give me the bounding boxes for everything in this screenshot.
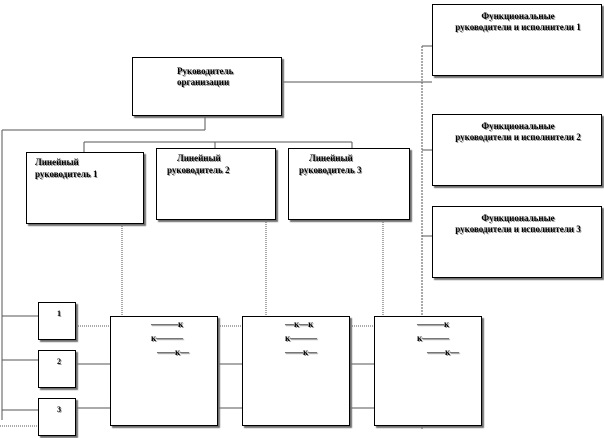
linear-manager-2-box: Линейный руководитель 2 [156,148,276,220]
executors-1-row2: к——— [151,333,184,343]
unit-2-box: 2 [38,350,76,388]
executors-1-row1: ———к [151,319,184,329]
functional-1-line2: руководители и исполнители 1 [455,22,581,32]
linear-2-line1: Линейный [177,153,221,163]
unit-1-box: 1 [38,302,76,340]
linear-manager-1-box: Линейный руководитель 1 [26,152,144,224]
linear-1-line1: Линейный [35,157,79,167]
executors-3-row1: ———к [417,319,450,329]
functional-managers-2-box: Функциональные руководители и исполнител… [432,114,602,186]
linear-2-line2: руководитель 2 [167,165,230,175]
functional-2-line2: руководители и исполнители 2 [455,132,581,142]
unit-3-box: 3 [38,398,76,436]
executors-2-box: —к—к к——— ——к— [242,316,350,426]
executors-2-row1: —к—к [285,319,314,329]
executors-3-row2: к——— [417,333,450,343]
linear-3-line1: Линейный [309,153,353,163]
linear-manager-3-box: Линейный руководитель 3 [288,148,410,220]
executors-3-row3: ——к— [427,347,460,357]
functional-3-line2: руководители и исполнители 3 [455,224,581,234]
linear-3-line2: руководитель 3 [299,165,362,175]
executors-2-row2: к——— [285,333,318,343]
executors-1-box: ———к к——— ——к— [110,316,218,426]
executors-1-row3: ——к— [157,347,190,357]
head-of-organization-box: Руководитель организации [132,57,282,116]
linear-1-line2: руководитель 1 [35,169,98,179]
functional-managers-3-box: Функциональные руководители и исполнител… [432,206,602,278]
unit-3-label: 3 [57,405,61,414]
functional-1-line1: Функциональные [481,11,555,21]
head-title-line2: организации [177,77,230,87]
head-title-line1: Руководитель [177,66,234,76]
unit-1-label: 1 [57,309,61,318]
functional-3-line1: Функциональные [481,213,555,223]
functional-managers-1-box: Функциональные руководители и исполнител… [432,4,602,76]
executors-3-box: ———к к——— ——к— [374,316,482,426]
unit-2-label: 2 [57,357,61,366]
executors-2-row3: ——к— [285,347,318,357]
functional-2-line1: Функциональные [481,121,555,131]
